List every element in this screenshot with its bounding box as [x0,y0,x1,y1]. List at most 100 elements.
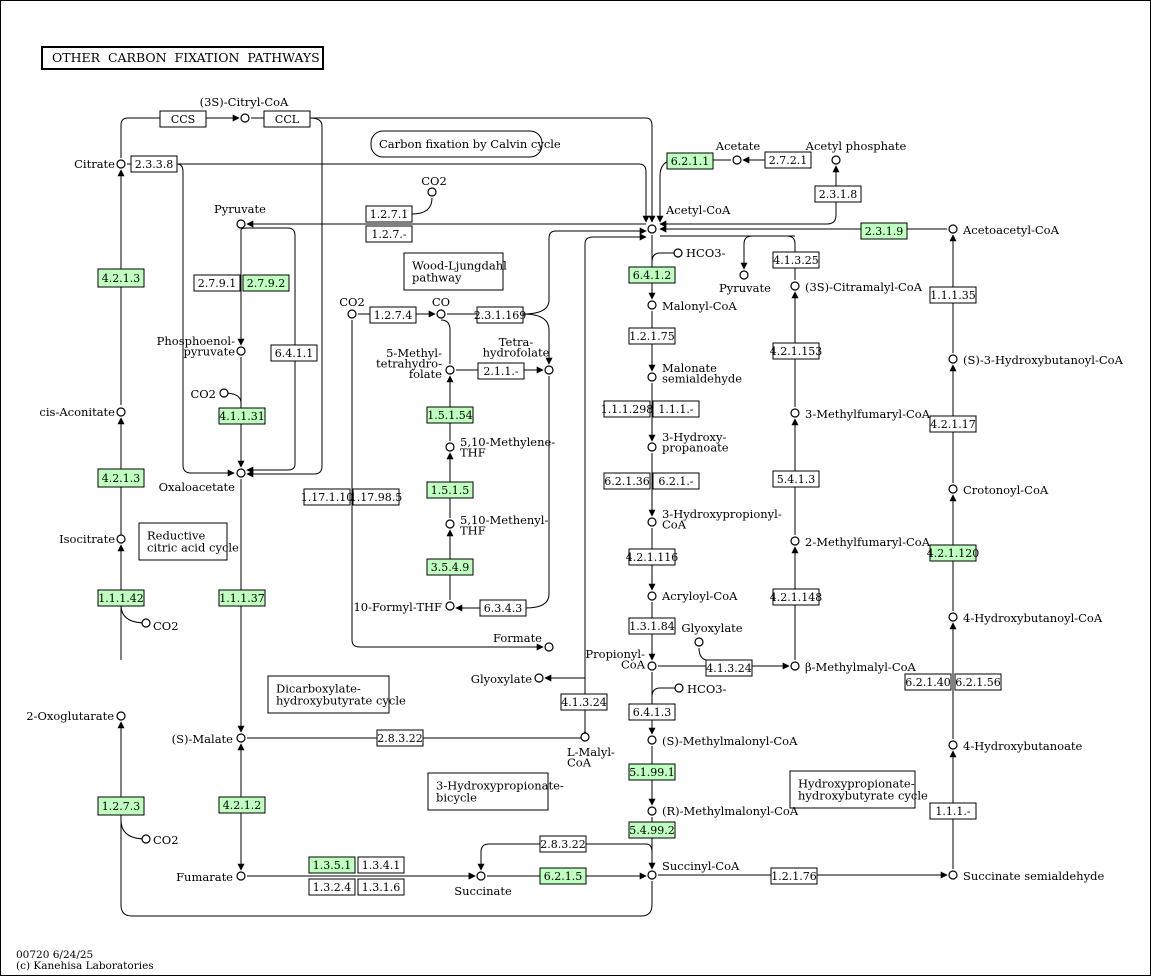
compound-r-methylmalonyl[interactable]: (R)-Methylmalonyl-CoA [647,804,799,818]
pathway-link-p_calvin[interactable]: Carbon fixation by Calvin cycle [370,130,561,158]
enzyme-box-1-2-1-76[interactable]: 1.2.1.76 [770,867,818,885]
enzyme-box-2-3-1-169[interactable]: 2.3.1.169 [474,306,526,324]
compound-hydroxybutanoate-4[interactable]: 4-Hydroxybutanoate [948,739,1083,753]
compound-formyl-thf[interactable]: 10-Formyl-THF [353,600,455,614]
compound-co2-b[interactable]: CO2 [141,833,179,847]
enzyme-box-1-3-2-4[interactable]: 1.3.2.4 [308,878,356,896]
compound-hydroxybutanoyl-4[interactable]: 4-Hydroxybutanoyl-CoA [948,611,1103,625]
compound-methylene-thf[interactable]: 5,10-Methylene-THF [445,435,555,460]
enzyme-box-6-2-1-40[interactable]: 6.2.1.40 [904,673,952,691]
compound-cis-aconitate[interactable]: cis-Aconitate [39,405,126,419]
compound-thf[interactable]: Tetra-hydrofolate [483,335,554,375]
enzyme-box-3-5-4-9[interactable]: 3.5.4.9 [426,558,474,576]
enzyme-box-1-3-1-6[interactable]: 1.3.1.6 [357,878,405,896]
compound-pep[interactable]: Phosphoenol-pyruvate [157,334,246,359]
enzyme-box-1-5-1-5[interactable]: 1.5.1.5 [426,481,474,499]
compound-methyl-thf[interactable]: 5-Methyl-tetrahydro-folate [376,346,455,381]
compound-co[interactable]: CO [432,295,450,319]
enzyme-box-6-2-1--[interactable]: 6.2.1.- [652,472,700,490]
compound-acryloyl-coa[interactable]: Acryloyl-CoA [647,589,738,603]
compound-malyl-coa[interactable]: L-Malyl-CoA [567,732,615,770]
enzyme-box-1-1-1-42[interactable]: 1.1.1.42 [97,589,145,607]
enzyme-box-1-1-1--[interactable]: 1.1.1.- [652,400,700,418]
enzyme-box-6-3-4-3[interactable]: 6.3.4.3 [479,599,527,617]
enzyme-box-1-17-98-5[interactable]: 1.17.98.5 [350,488,402,506]
enzyme-box-2-7-9-2[interactable]: 2.7.9.2 [242,274,290,292]
compound-s-methylmalonyl[interactable]: (S)-Methylmalonyl-CoA [647,734,798,748]
enzyme-box-CCS[interactable]: CCS [159,110,207,128]
enzyme-box-1-5-1-54[interactable]: 1.5.1.54 [426,406,474,424]
compound-co2-c[interactable]: CO2 [190,387,229,401]
enzyme-box-CCL[interactable]: CCL [263,110,311,128]
enzyme-box-4-2-1-120[interactable]: 4.2.1.120 [927,544,979,562]
compound-hydroxybutanoyl-s3[interactable]: (S)-3-Hydroxybutanoyl-CoA [948,353,1124,367]
enzyme-box-1-2-7--[interactable]: 1.2.7.- [365,225,413,243]
enzyme-box-6-2-1-5[interactable]: 6.2.1.5 [539,867,587,885]
compound-co2-e[interactable]: CO2 [339,295,365,319]
enzyme-box-1-2-1-75[interactable]: 1.2.1.75 [628,327,676,345]
compound-acetate[interactable]: Acetate [715,139,761,165]
enzyme-box-6-2-1-1[interactable]: 6.2.1.1 [666,152,714,170]
enzyme-box-2-1-1--[interactable]: 2.1.1.- [477,362,525,380]
enzyme-box-4-2-1-17[interactable]: 4.2.1.17 [929,415,977,433]
pathway-link-p_dicarb[interactable]: Dicarboxylate-hydroxybutyrate cycle [267,675,406,714]
compound-malate[interactable]: (S)-Malate [172,732,246,746]
enzyme-box-1-1-1-298[interactable]: 1.1.1.298 [601,400,653,418]
compound-malonyl-coa[interactable]: Malonyl-CoA [647,299,737,313]
compound-crotonoyl-coa[interactable]: Crotonoyl-CoA [948,483,1049,497]
enzyme-box-4-2-1-3[interactable]: 4.2.1.3 [97,268,145,288]
compound-pyruvate[interactable]: Pyruvate [214,202,266,229]
compound-succinyl-coa[interactable]: Succinyl-CoA [647,859,740,880]
compound-oxaloacetate[interactable]: Oxaloacetate [159,468,246,494]
enzyme-box-1-3-4-1[interactable]: 1.3.4.1 [357,856,405,874]
compound-acetyl-coa[interactable]: Acetyl-CoA [647,203,731,234]
compound-acetoacetyl-coa[interactable]: Acetoacetyl-CoA [948,223,1060,237]
enzyme-box-1-1-1-37[interactable]: 1.1.1.37 [218,589,266,607]
enzyme-box-2-3-1-8[interactable]: 2.3.1.8 [814,185,862,203]
enzyme-box-4-2-1-2[interactable]: 4.2.1.2 [218,796,266,814]
pathway-link-p_3hp[interactable]: 3-Hydroxypropionate-bicycle [427,772,564,811]
compound-citrate[interactable]: Citrate [74,157,126,171]
compound-oxoglutarate[interactable]: 2-Oxoglutarate [26,709,126,723]
enzyme-box-1-3-5-1[interactable]: 1.3.5.1 [308,856,356,874]
compound-pyruvate-b[interactable]: Pyruvate [719,270,771,295]
compound-hco3-a[interactable]: HCO3- [673,246,726,260]
compound-formate[interactable]: Formate [493,631,554,652]
enzyme-box-1-2-7-4[interactable]: 1.2.7.4 [369,306,417,324]
compound-propionyl-coa[interactable]: Propionyl-CoA [585,647,657,672]
compound-co2-d[interactable]: CO2 [421,174,447,197]
enzyme-box-5-4-99-2[interactable]: 5.4.99.2 [628,821,676,839]
enzyme-box-2-3-1-9[interactable]: 2.3.1.9 [860,222,908,240]
enzyme-box-4-1-3-24[interactable]: 4.1.3.24 [705,659,753,677]
enzyme-box-1-2-7-1[interactable]: 1.2.7.1 [365,205,413,223]
enzyme-box-1-1-1--[interactable]: 1.1.1.- [929,802,977,820]
enzyme-box-1-2-7-3[interactable]: 1.2.7.3 [97,796,145,816]
enzyme-box-1-17-1-10[interactable]: 1.17.1.10 [301,488,353,506]
enzyme-box-2-7-2-1[interactable]: 2.7.2.1 [764,151,812,169]
enzyme-box-4-2-1-148[interactable]: 4.2.1.148 [770,588,822,606]
enzyme-box-4-2-1-116[interactable]: 4.2.1.116 [626,548,678,566]
enzyme-box-6-2-1-36[interactable]: 6.2.1.36 [603,472,651,490]
enzyme-box-2-8-3-22[interactable]: 2.8.3.22 [539,835,587,853]
enzyme-box-2-7-9-1[interactable]: 2.7.9.1 [193,274,241,292]
enzyme-box-2-3-3-8[interactable]: 2.3.3.8 [130,155,178,173]
compound-succinate[interactable]: Succinate [454,871,512,898]
compound-fumarate[interactable]: Fumarate [176,870,246,884]
enzyme-box-1-3-1-84[interactable]: 1.3.1.84 [628,617,676,635]
compound-glyoxylate-a[interactable]: Glyoxylate [471,672,544,686]
enzyme-box-2-8-3-22[interactable]: 2.8.3.22 [376,729,424,747]
enzyme-box-4-1-3-24[interactable]: 4.1.3.24 [560,693,608,711]
pathway-link-p_hphb[interactable]: Hydroxypropionate-hydroxybutyrate cycle [789,770,928,809]
compound-hydroxypropanoate[interactable]: 3-Hydroxy-propanoate [647,430,729,455]
compound-isocitrate[interactable]: Isocitrate [59,532,126,546]
compound-glyoxylate-b[interactable]: Glyoxylate [681,621,743,647]
compound-hco3-b[interactable]: HCO3- [674,682,727,696]
enzyme-box-4-1-1-31[interactable]: 4.1.1.31 [218,407,266,425]
compound-succinate-sa[interactable]: Succinate semialdehyde [948,869,1104,883]
enzyme-box-6-4-1-2[interactable]: 6.4.1.2 [628,266,676,284]
compound-methylfumaryl-3[interactable]: 3-Methylfumaryl-CoA [790,407,931,421]
enzyme-box-1-1-1-35[interactable]: 1.1.1.35 [929,286,977,304]
